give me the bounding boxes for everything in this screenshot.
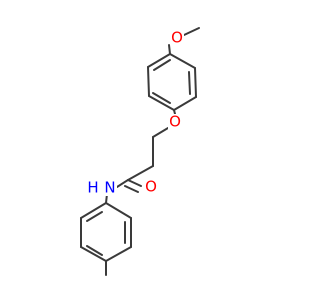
ring1-bond-2: [194, 67, 197, 98]
ring1-inner-1: [188, 71, 191, 95]
ring1-bond-3: [173, 96, 197, 111]
bond-o-aryl: [168, 44, 171, 55]
bond-aryl-o-ether: [173, 109, 176, 115]
bonds: [80, 27, 200, 276]
ring1-inner-2: [152, 92, 171, 104]
ring1-inner-3: [153, 59, 171, 71]
bond-carbonyl-double-a: [127, 179, 142, 187]
ring2-bond-3: [105, 246, 132, 262]
bond-methyl-o: [183, 27, 200, 36]
atom-o-ether: O: [168, 113, 182, 131]
atom-label-n-amide: N: [104, 179, 115, 197]
ring1-bond-6: [147, 53, 171, 68]
bond-carbonyl-n: [116, 179, 129, 188]
structure-canvas: O O O N H: [80, 27, 200, 276]
atom-label-o-carbonyl: O: [145, 178, 157, 196]
atom-nh-amide: N H: [87, 179, 117, 197]
ring2-inner-2: [86, 245, 103, 256]
bond-o-ether-ch2: [152, 127, 169, 138]
ring1-bond-5: [147, 66, 150, 97]
ring1-bond-1: [169, 53, 196, 69]
bond-carbonyl-double-b: [124, 185, 139, 193]
ring2-bond-4: [80, 246, 107, 262]
ring2-inner-3: [86, 211, 103, 222]
atom-label-h-amide: H: [87, 179, 98, 197]
atom-o-carbonyl: O: [144, 178, 158, 196]
atom-label-o-ether: O: [169, 113, 181, 131]
ring2-bond-1: [105, 202, 132, 219]
atom-o-methoxy: O: [170, 29, 184, 47]
bond-chain-2: [127, 165, 154, 181]
atom-label-o-methoxy: O: [171, 29, 183, 47]
ring2-bond-6: [80, 202, 107, 219]
molecule-diagram: O O O N H: [80, 27, 200, 276]
ring1-bond-4: [148, 95, 175, 111]
